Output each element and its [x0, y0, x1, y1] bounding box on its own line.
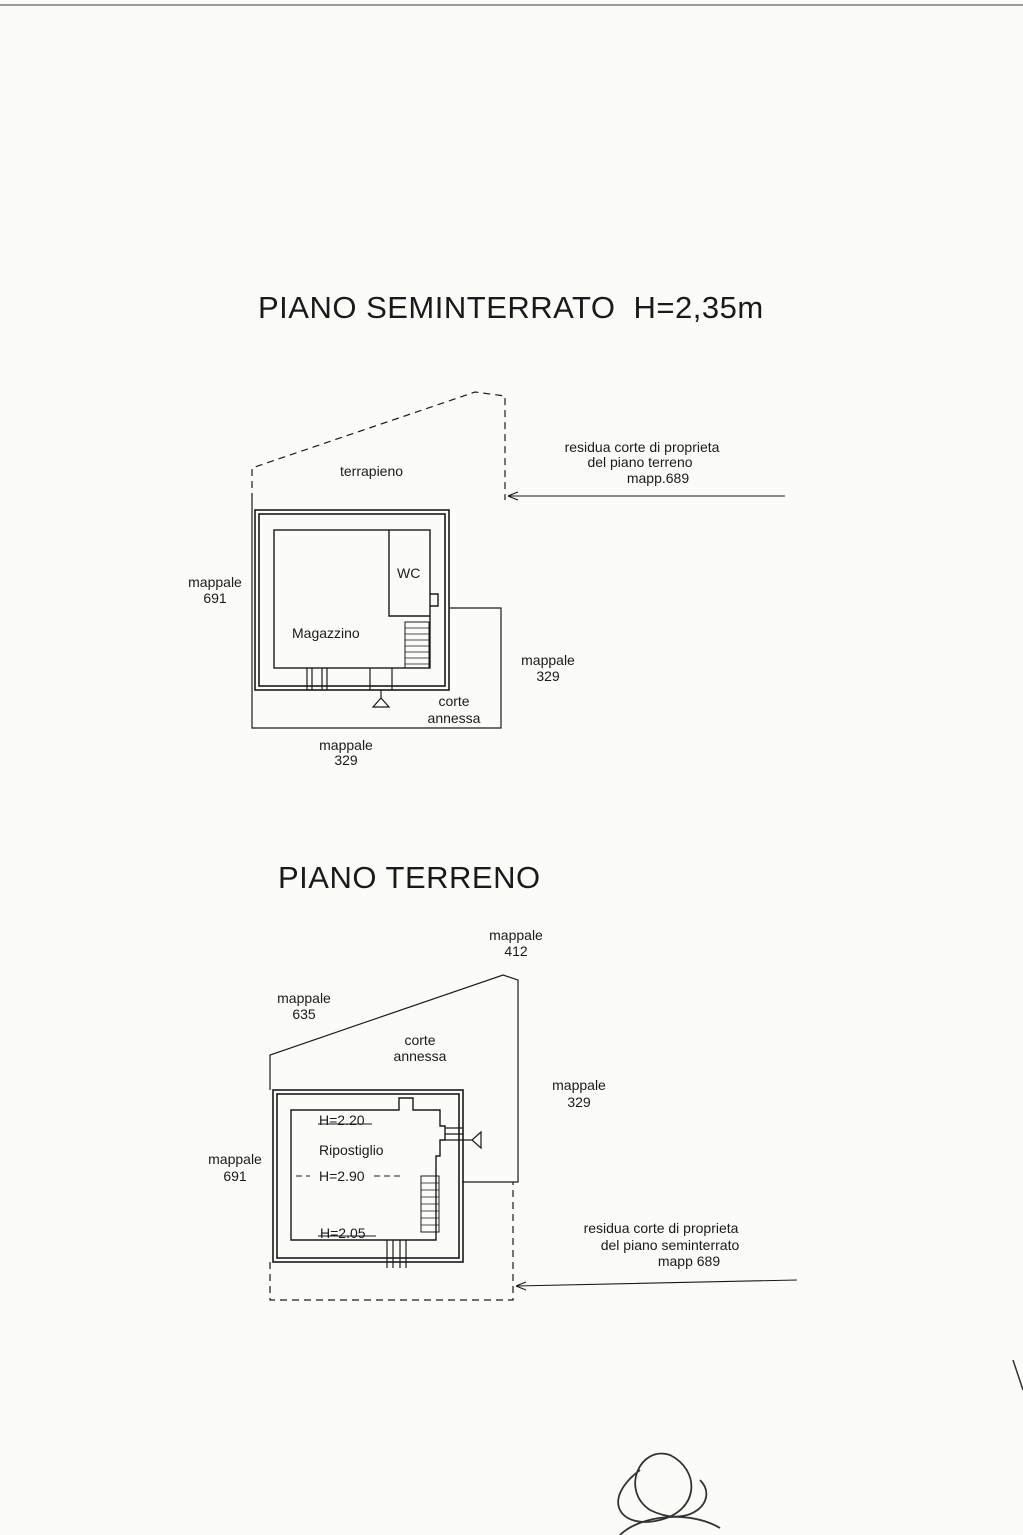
semi-outer-wall	[254, 509, 450, 691]
semi-boundary-dashed	[251, 391, 506, 500]
semi-mappale-bottom-2: 329	[334, 752, 358, 768]
terr-boundary	[269, 974, 519, 1183]
terr-ripostiglio: Ripostiglio	[319, 1142, 384, 1158]
terr-mappale-topleft-2: 635	[292, 1006, 316, 1022]
terr-mappale-top-1: mappale	[489, 927, 543, 943]
semi-outer-wall-inner	[258, 513, 446, 687]
terr-mappale-right-2: 329	[567, 1094, 591, 1110]
plan-terreno: mappale 412 mappale 635 corte annessa ma…	[208, 927, 798, 1301]
terr-mappale-topleft-1: mappale	[277, 990, 331, 1006]
terr-room	[290, 1097, 446, 1241]
semi-room	[273, 529, 431, 669]
semi-mappale-left-1: mappale	[188, 574, 242, 590]
terr-note-1: residua corte di proprieta	[584, 1220, 739, 1236]
terr-door-bottom	[386, 1240, 407, 1268]
terr-mappale-top-2: 412	[504, 943, 528, 959]
handwritten-signature	[617, 1359, 1023, 1535]
terr-mappale-right-1: mappale	[552, 1077, 606, 1093]
semi-mappale-bottom-1: mappale	[319, 737, 373, 753]
plan-seminterrato: terrapieno WC Magazzino mappale 691 mapp…	[188, 391, 785, 768]
terr-note-arrow	[515, 1279, 798, 1291]
terr-stairs	[420, 1175, 440, 1233]
semi-corte-2: annessa	[428, 710, 481, 726]
top-rule	[0, 4, 1023, 6]
terr-outer-wall	[272, 1089, 464, 1263]
title-piano-seminterrato: PIANO SEMINTERRATO H=2,35m	[258, 290, 764, 326]
semi-corte-1: corte	[438, 693, 469, 709]
terr-corte-1: corte	[404, 1032, 435, 1048]
terr-h-bottom: H=2.05	[320, 1225, 366, 1241]
terr-boundary-dashed	[269, 1182, 514, 1301]
terr-h-mid: H=2.90	[319, 1168, 365, 1184]
semi-openings	[306, 668, 393, 690]
title-piano-terreno: PIANO TERRENO	[278, 860, 541, 895]
semi-terrapieno: terrapieno	[340, 463, 403, 479]
semi-stairs	[404, 621, 430, 669]
title-semi-height: H=2,35m	[633, 290, 764, 325]
semi-mappale-right-1: mappale	[521, 652, 575, 668]
semi-note-arrow	[507, 491, 785, 501]
terr-height-marks	[318, 1123, 376, 1237]
terr-note-3: mapp 689	[658, 1253, 720, 1269]
terr-mappale-left-2: 691	[223, 1168, 247, 1184]
semi-note-3: mapp.689	[627, 470, 689, 486]
terr-note-2: del piano seminterrato	[601, 1237, 740, 1253]
semi-note-2: del piano terreno	[587, 454, 692, 470]
semi-mappale-left-2: 691	[203, 590, 227, 606]
semi-wc-partition	[388, 530, 439, 617]
terr-entrance-marker	[463, 1130, 482, 1150]
semi-boundary	[251, 500, 502, 729]
semi-note-1: residua corte di proprieta	[565, 439, 720, 455]
terr-mappale-left-1: mappale	[208, 1151, 262, 1167]
terr-outer-wall-inner	[276, 1093, 460, 1259]
semi-entrance-marker	[371, 690, 391, 708]
semi-magazzino: Magazzino	[292, 625, 360, 641]
terr-corte-2: annessa	[394, 1048, 447, 1064]
terr-h-top: H=2.20	[319, 1112, 365, 1128]
semi-mappale-right-2: 329	[536, 668, 560, 684]
terr-door-right	[445, 1127, 463, 1141]
semi-wc: WC	[397, 565, 420, 581]
title-semi-text: PIANO SEMINTERRATO	[258, 290, 616, 325]
